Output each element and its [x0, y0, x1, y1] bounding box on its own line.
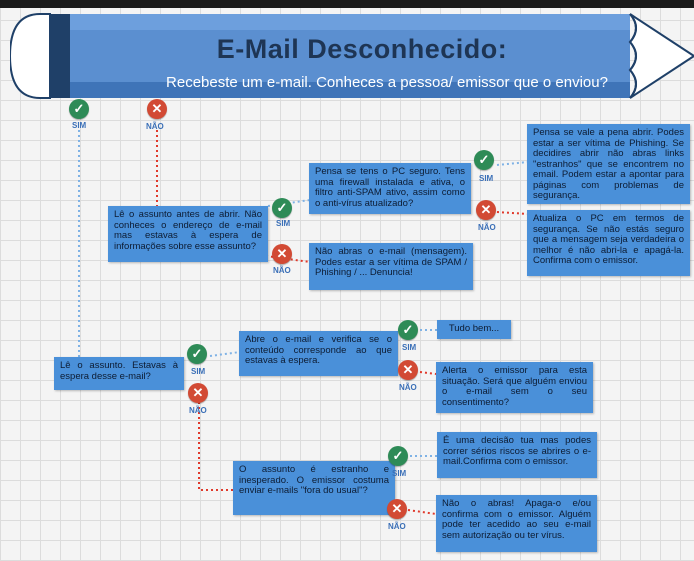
check-icon: ✓: [187, 344, 207, 364]
box-subject-before-open: Lê o assunto antes de abrir. Não conhece…: [108, 206, 268, 262]
connector-yes: [209, 351, 241, 357]
cross-icon: ✕: [188, 383, 208, 403]
no-label: NÃO: [388, 522, 406, 531]
box-dont-open: Não abras o e-mail (mensagem). Podes est…: [309, 243, 473, 290]
yes-label: SIM: [479, 174, 494, 183]
box-update-pc: Atualiza o PC em termos de segurança. Se…: [527, 210, 690, 276]
box-dont-open-confirm: Não o abras! Apaga-o e/ou confirma com o…: [436, 495, 597, 552]
cross-icon: ✕: [398, 360, 418, 380]
box-pc-safe: Pensa se tens o PC seguro. Tens uma fire…: [309, 163, 471, 214]
box-content-matches: Abre o e-mail e verifica se o conteúdo c…: [239, 331, 398, 376]
check-icon: ✓: [474, 150, 494, 170]
box-your-decision: É uma decisão tua mas podes correr sério…: [437, 432, 597, 478]
cross-icon: ✕: [272, 244, 292, 264]
connector-yes: [496, 161, 529, 166]
pencil-banner: E-Mail Desconhecido: Recebeste um e-mail…: [10, 12, 694, 100]
yes-label: SIM: [72, 121, 87, 130]
no-label: NÃO: [399, 383, 417, 392]
connector-no: [419, 371, 437, 375]
box-all-good: Tudo bem...: [437, 320, 511, 339]
check-icon: ✓: [272, 198, 292, 218]
check-icon: ✓: [388, 446, 408, 466]
box-expected: Lê o assunto. Estavas à espera desse e-m…: [54, 357, 184, 390]
pencil-shape: [10, 13, 694, 99]
page-title: E-Mail Desconhecido:: [216, 34, 508, 64]
cross-icon: ✕: [387, 499, 407, 519]
cross-icon: ✕: [476, 200, 496, 220]
connector-no: [407, 509, 437, 515]
page-subtitle: Recebeste um e-mail. Conheces a pessoa/ …: [166, 74, 608, 91]
no-label: NÃO: [478, 223, 496, 232]
cross-icon: ✕: [147, 99, 167, 119]
check-icon: ✓: [69, 99, 89, 119]
no-label: NÃO: [146, 122, 164, 131]
connector-no: [496, 211, 529, 215]
check-icon: ✓: [398, 320, 418, 340]
yes-label: SIM: [402, 343, 417, 352]
connector-no: [198, 402, 234, 491]
window-edge: [0, 0, 694, 8]
box-strange-subject: O assunto é estranho e inesperado. O emi…: [233, 461, 395, 515]
yes-label: SIM: [276, 219, 291, 228]
no-label: NÃO: [189, 406, 207, 415]
yes-label: SIM: [392, 469, 407, 478]
yes-label: SIM: [191, 367, 206, 376]
no-label: NÃO: [273, 266, 291, 275]
box-phishing-risk: Pensa se vale a pena abrir. Podes estar …: [527, 124, 690, 204]
box-alert-sender: Alerta o emissor para esta situação. Ser…: [436, 362, 593, 413]
